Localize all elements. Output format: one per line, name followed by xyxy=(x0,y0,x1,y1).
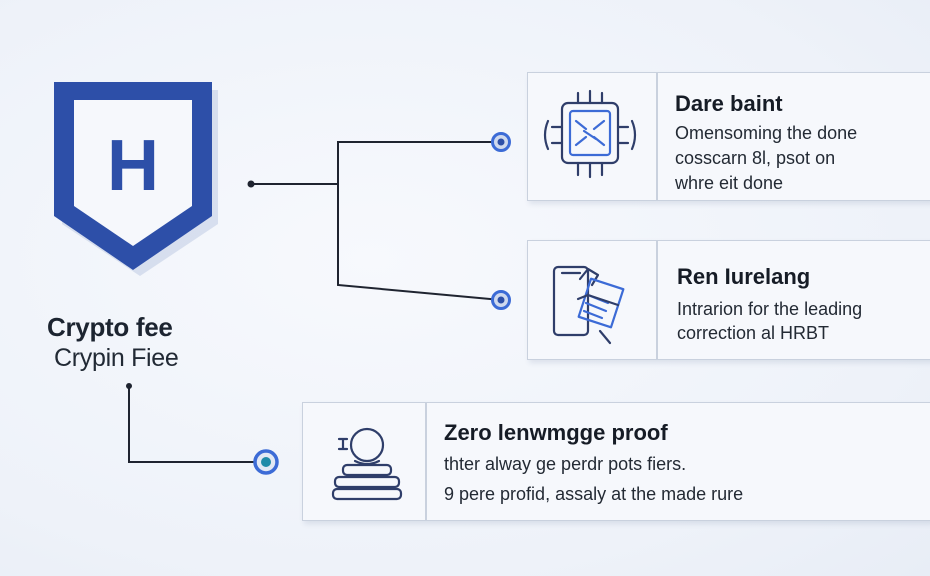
database-stack-icon xyxy=(331,427,403,501)
card-text-line: thter alway ge perdr pots fiers. xyxy=(444,454,687,474)
shield-logo-icon: H xyxy=(54,82,218,276)
connector-to-card1 xyxy=(251,141,501,185)
card-title: Dare baint xyxy=(675,91,783,116)
brand-title: Crypto fee xyxy=(47,312,173,342)
card-text-line: Omensoming the done xyxy=(675,123,858,143)
brand-subtitle: Crypin Fiee xyxy=(54,344,179,372)
card-divider xyxy=(656,73,658,200)
feature-card-3: Zero lenwmgge proof thter alway ge perdr… xyxy=(302,402,930,521)
connector-to-card2 xyxy=(337,184,502,301)
connector-to-card3 xyxy=(128,386,266,463)
card-title: Ren Iurelang xyxy=(677,264,811,289)
card-text-line: whre eit done xyxy=(675,173,784,193)
shield-letter: H xyxy=(107,126,159,206)
card-text-line: 9 pere profid, assaly at the made rure xyxy=(444,484,744,504)
card-text-line: correction al HRBT xyxy=(677,323,830,343)
phone-document-icon xyxy=(552,265,625,345)
feature-card-2: Ren Iurelang Intrarion for the leading c… xyxy=(527,240,930,360)
circuit-chip-icon xyxy=(543,89,637,179)
card-text-line: cosscarn 8l, psot on xyxy=(675,148,836,168)
card-text-line: Intrarion for the leading xyxy=(677,299,863,319)
card-title: Zero lenwmgge proof xyxy=(444,420,668,445)
feature-card-1: Dare baint Omensoming the done cosscarn … xyxy=(527,72,930,201)
card-divider xyxy=(656,241,658,359)
card-divider xyxy=(425,403,427,520)
